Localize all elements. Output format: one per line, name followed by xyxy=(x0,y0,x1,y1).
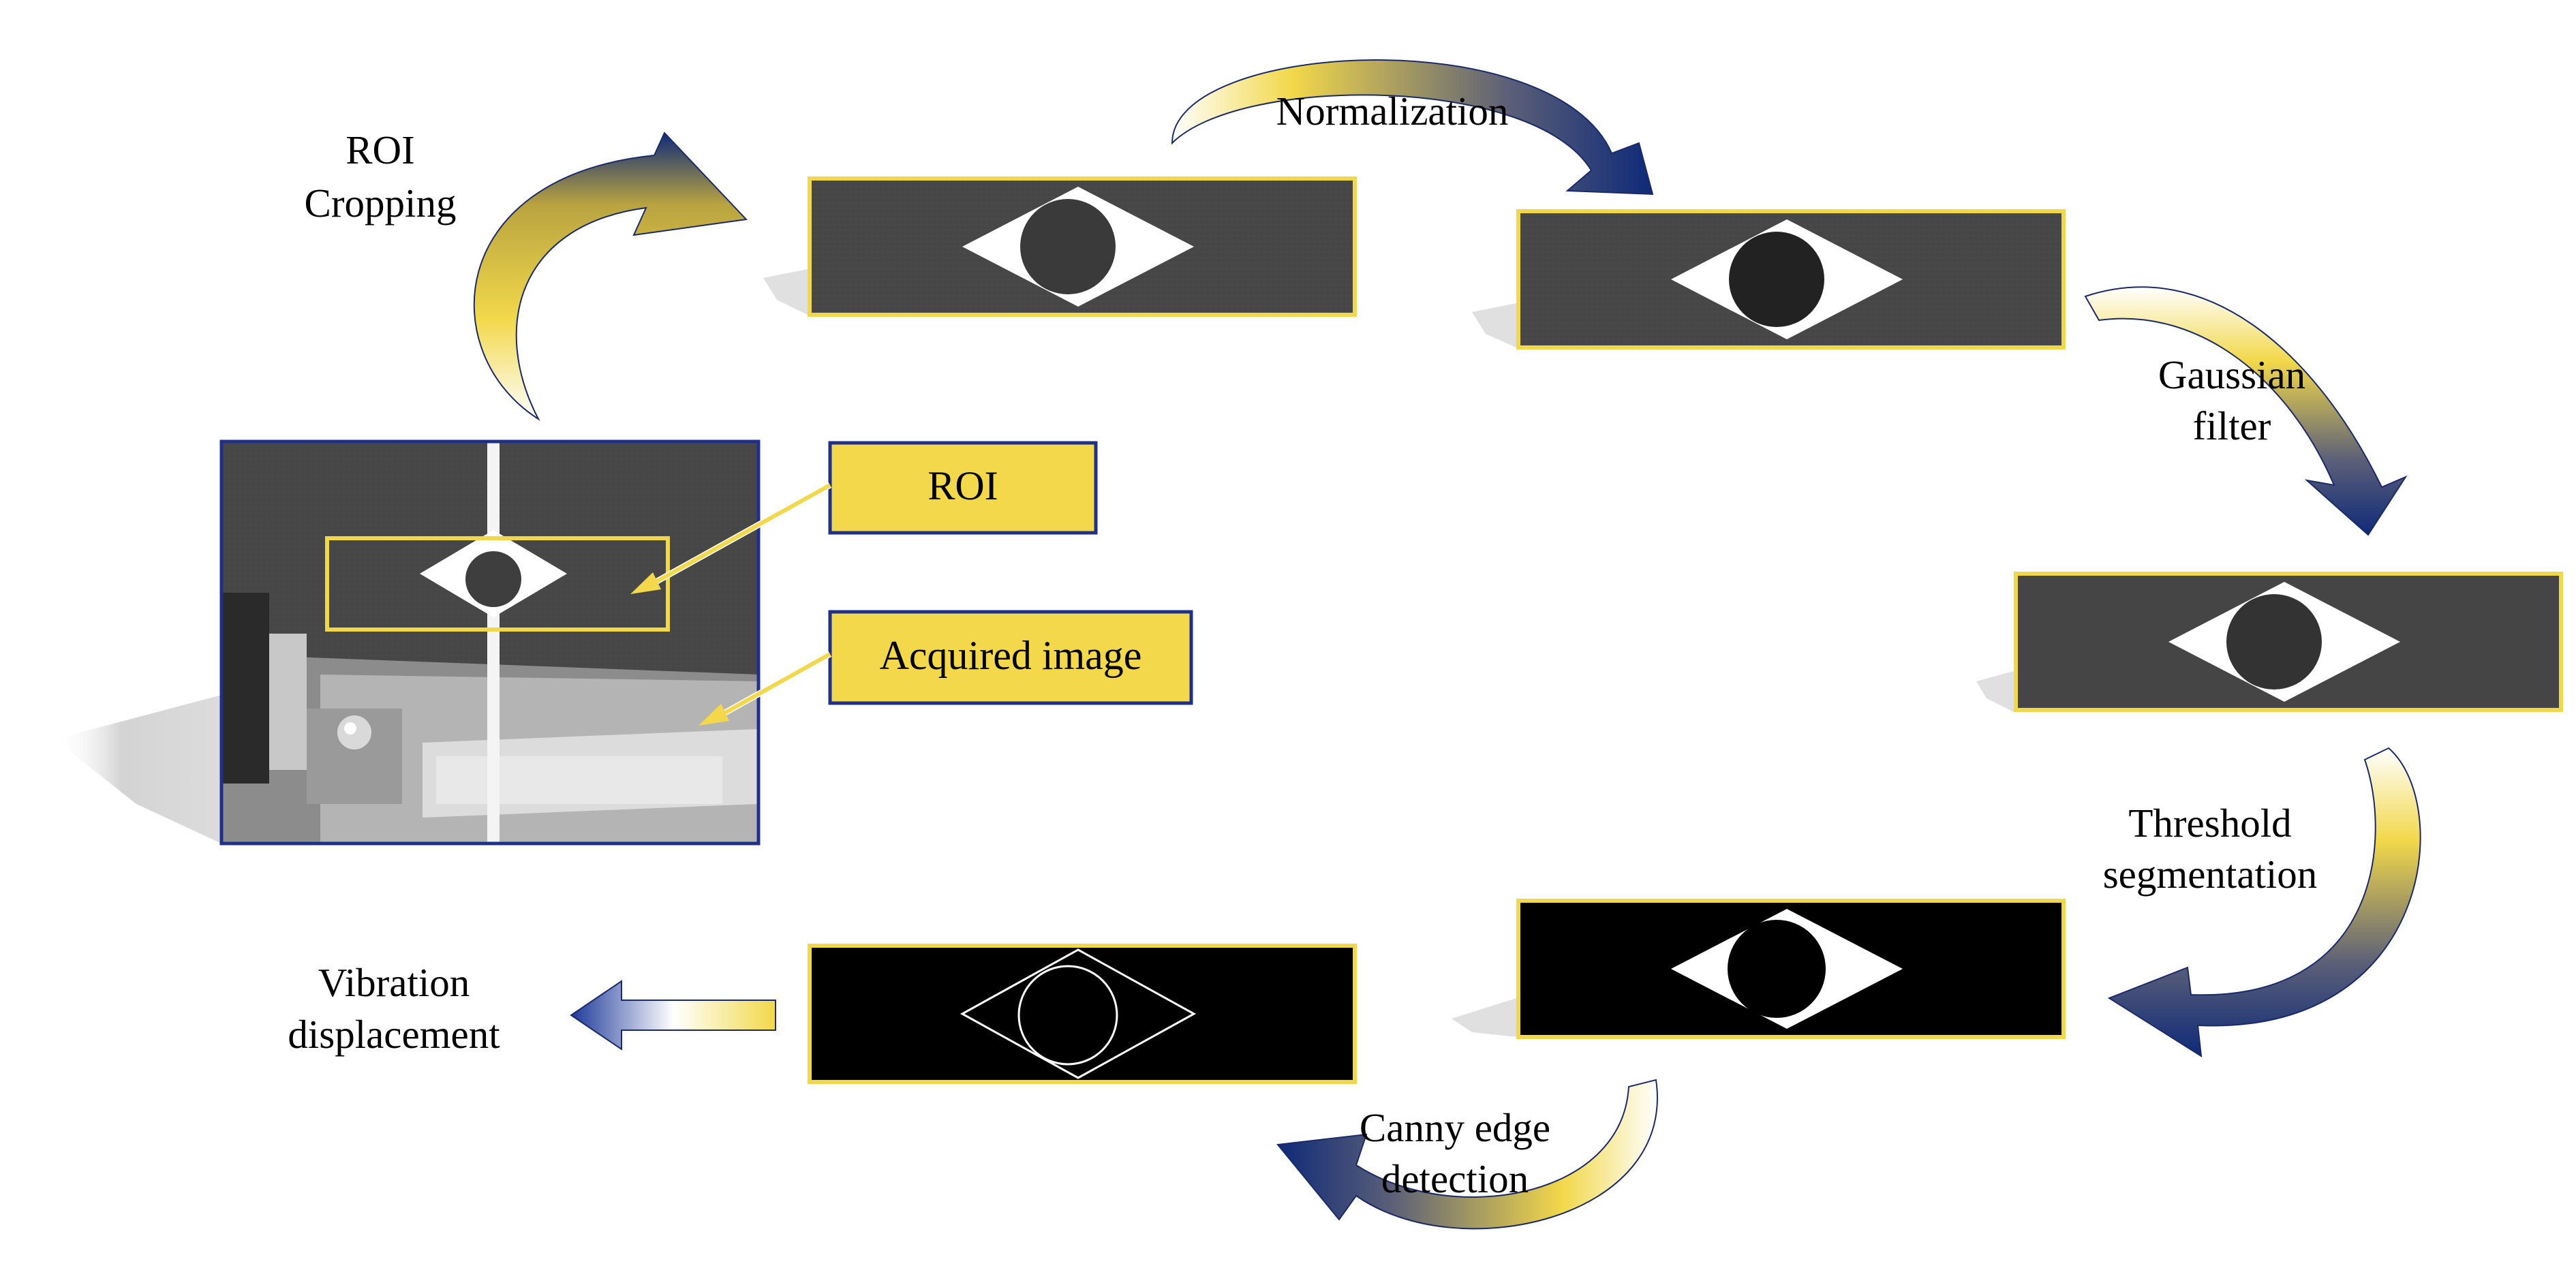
gaussian-filtered-image xyxy=(2014,572,2563,712)
svg-text:filter: filter xyxy=(2193,403,2271,448)
svg-text:Normalization: Normalization xyxy=(1276,89,1509,134)
curved-arrow-icon xyxy=(1171,59,1654,196)
curved-arrow-icon xyxy=(473,131,748,421)
svg-text:ROI: ROI xyxy=(346,127,415,172)
svg-text:detection: detection xyxy=(1381,1156,1529,1201)
label-normalization: Normalization xyxy=(1276,89,1509,134)
svg-text:segmentation: segmentation xyxy=(2103,852,2318,897)
acquired-image xyxy=(219,439,761,846)
panel-shadows xyxy=(55,269,2014,1037)
svg-text:Canny edge: Canny edge xyxy=(1360,1105,1550,1150)
label-canny-edge-detection: Canny edge detection xyxy=(1360,1105,1550,1201)
svg-text:displacement: displacement xyxy=(288,1012,500,1057)
callout-roi-label: ROI xyxy=(927,463,998,508)
callout-acquired-image-label: Acquired image xyxy=(880,633,1142,678)
straight-arrow-icon xyxy=(570,980,776,1051)
threshold-image xyxy=(1516,899,2066,1039)
label-vibration-displacement: Vibration displacement xyxy=(288,960,500,1057)
curved-arrow-icon xyxy=(2084,286,2408,536)
svg-text:Vibration: Vibration xyxy=(318,960,470,1005)
curved-arrow-icon xyxy=(1276,1079,1658,1230)
normalized-image xyxy=(1516,209,2066,350)
label-roi-cropping: ROI Cropping xyxy=(305,127,457,226)
callout-acquired-image: Acquired image xyxy=(828,610,1193,705)
canny-edge-image xyxy=(808,944,1357,1084)
label-threshold-segmentation: Threshold segmentation xyxy=(2103,801,2318,897)
roi-image xyxy=(808,176,1357,317)
label-gaussian-filter: Gaussian filter xyxy=(2158,352,2305,448)
callout-roi: ROI xyxy=(828,441,1098,535)
svg-text:Gaussian: Gaussian xyxy=(2158,352,2305,397)
callout-pointers xyxy=(630,482,832,726)
curved-arrow-icon xyxy=(2107,747,2421,1057)
svg-text:Threshold: Threshold xyxy=(2128,801,2291,846)
svg-text:Cropping: Cropping xyxy=(305,181,457,226)
